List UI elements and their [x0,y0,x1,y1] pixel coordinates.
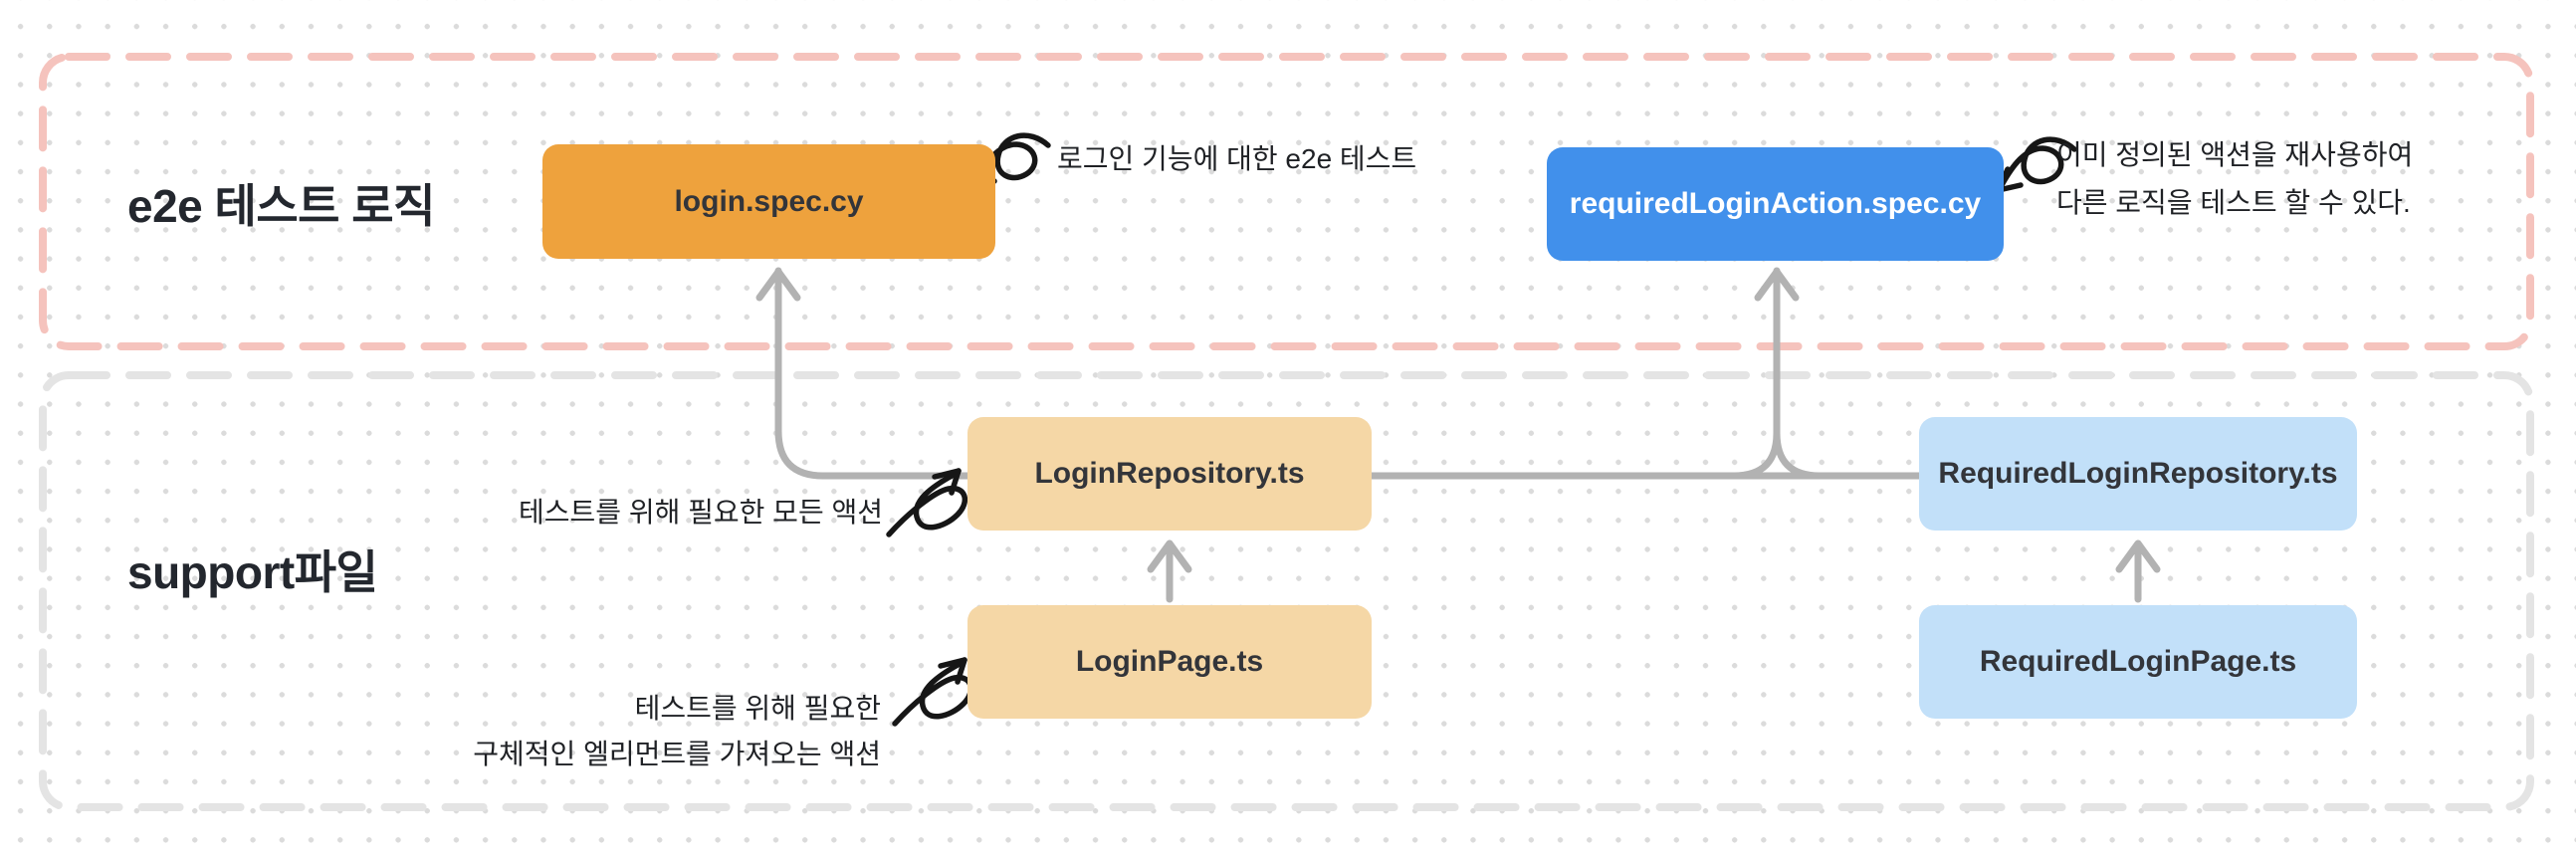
node-login-page[interactable]: LoginPage.ts [967,605,1372,719]
node-required-login-action-spec[interactable]: requiredLoginAction.spec.cy [1547,147,2004,261]
annotation-required-login-action: 이미 정의된 액션을 재사용하여 다른 로직을 테스트 할 수 있다. [2056,131,2413,227]
annotation-login-spec: 로그인 기능에 대한 e2e 테스트 [1057,143,1417,174]
hand-arrow-login-repository-note [886,468,968,537]
node-required-login-page[interactable]: RequiredLoginPage.ts [1919,605,2357,719]
node-required-login-repository[interactable]: RequiredLoginRepository.ts [1919,417,2357,531]
annotation-login-page-line1: 테스트를 위해 필요한 [634,693,881,724]
annotation-login-page: 테스트를 위해 필요한 구체적인 엘리먼트를 가져오는 액션 [383,686,881,777]
section-border-e2e [39,53,2534,350]
connector-branch-to-required-login-action-spec [1730,267,1824,480]
annotation-required-login-action-line1: 이미 정의된 액션을 재사용하여 [2056,139,2414,170]
node-login-spec[interactable]: login.spec.cy [542,144,995,259]
annotation-login-repository: 테스트를 위해 필요한 모든 액션 [519,497,883,528]
section-border-support [39,371,2534,811]
annotation-required-login-action-line2: 다른 로직을 테스트 할 수 있다. [2056,187,2411,218]
section-label-e2e-test-logic: e2e 테스트 로직 [127,180,435,232]
hand-arrow-login-page-note [892,657,974,727]
annotation-login-page-line2: 구체적인 엘리먼트를 가져오는 액션 [473,739,881,769]
connector-login-page-to-login-repository [1147,539,1192,603]
section-label-support-files: support파일 [127,546,378,598]
node-login-repository[interactable]: LoginRepository.ts [967,417,1372,531]
connector-login-repository-to-login-spec [755,267,971,480]
connector-required-login-page-to-required-login-repository [2115,539,2161,603]
